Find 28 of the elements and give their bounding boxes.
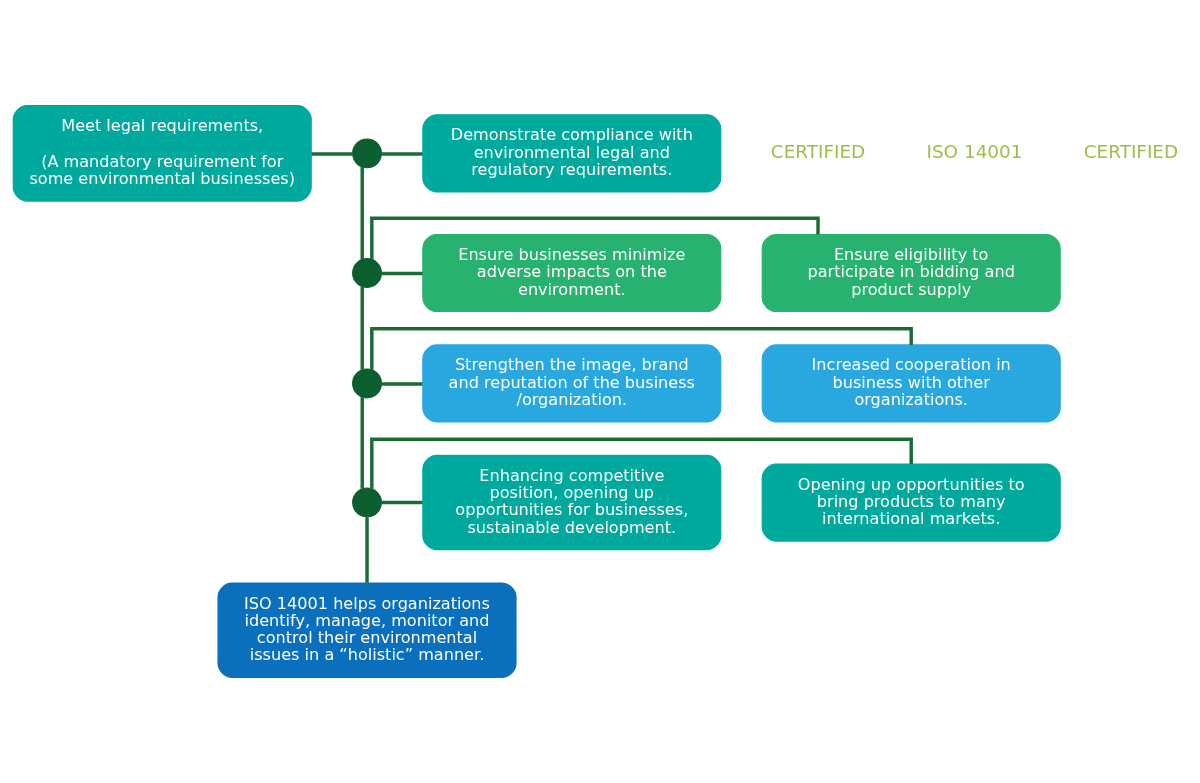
node-circle (352, 138, 382, 169)
node-box: Increased cooperation in business with other organizations. (761, 344, 1061, 423)
connector (381, 382, 423, 386)
node-box: Enhancing competitive position, opening up opportunities for businesses, sustainable development. (422, 454, 722, 551)
connector (365, 517, 369, 583)
connector (360, 397, 364, 489)
connector (360, 287, 364, 370)
connector (370, 437, 913, 489)
node-box: Ensure eligibility to participate in bidding and product supply (761, 233, 1061, 313)
connector (381, 152, 423, 156)
label: CERTIFIED (770, 140, 866, 162)
connector (311, 152, 353, 156)
connector (370, 327, 913, 370)
node-box: Ensure businesses minimize adverse impacts on the environment. (422, 233, 722, 313)
connector (360, 167, 364, 260)
node-circle (352, 258, 382, 288)
node-box: Opening up opportunities to bring products to many international markets. (761, 463, 1061, 542)
node-box: ISO 14001 helps organizations identify, manage, monitor and control their environmental issues in a “holistic” manner. (217, 582, 517, 678)
node-box: Meet legal requirements, (A mandatory requirement for some environmental businesses) (12, 105, 312, 202)
node-circle (352, 368, 382, 399)
connector (381, 500, 423, 505)
node-box: Demonstrate compliance with environmental legal and regulatory requirements. (422, 114, 722, 193)
node-circle (352, 487, 382, 518)
node-box: Strengthen the image, brand and reputation of the business /organization. (422, 344, 722, 423)
connector (370, 216, 820, 260)
connector (381, 271, 423, 276)
label: CERTIFIED (1083, 140, 1179, 162)
label: ISO 14001 (926, 140, 1023, 162)
